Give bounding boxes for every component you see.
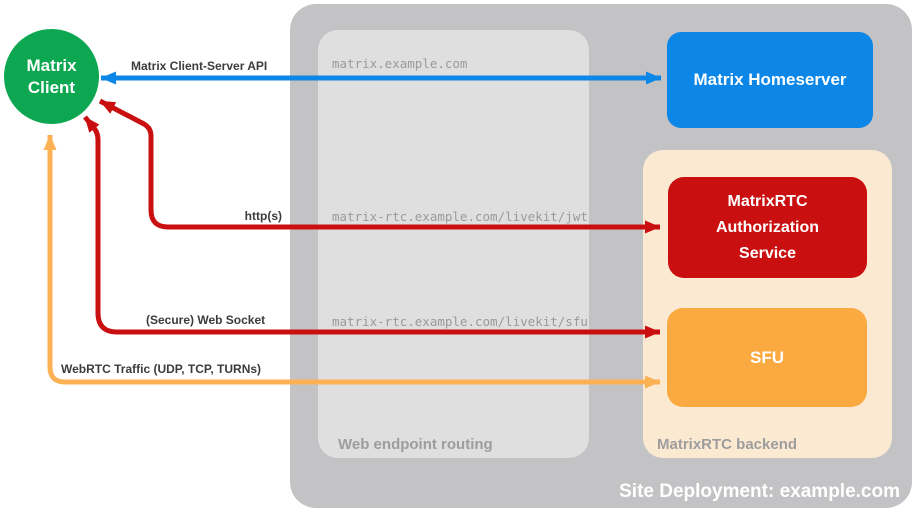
matrixrtc-authorization-service-node: MatrixRTC Authorization Service (668, 177, 867, 278)
matrix-client-label-line1: Matrix (26, 55, 77, 75)
matrix-client-node: Matrix Client (4, 29, 99, 124)
endpoint-matrix: matrix.example.com (332, 56, 468, 71)
auth-service-label-line2: Authorization (715, 218, 820, 236)
web-endpoint-routing-label: Web endpoint routing (338, 436, 493, 453)
endpoint-livekit-jwt: matrix-rtc.example.com/livekit/jwt (332, 209, 588, 224)
matrix-homeserver-node: Matrix Homeserver (667, 32, 873, 128)
site-deployment-title: Site Deployment: example.com (619, 481, 900, 502)
matrix-client-label-line2: Client (27, 77, 76, 97)
secure-web-socket-label: (Secure) Web Socket (146, 313, 266, 327)
matrixrtc-backend-label: MatrixRTC backend (657, 436, 798, 453)
sfu-label: SFU (750, 347, 784, 367)
matrix-homeserver-label: Matrix Homeserver (693, 70, 847, 89)
web-endpoint-routing-box (318, 30, 589, 458)
auth-service-label-line3: Service (739, 244, 796, 262)
webrtc-traffic-label: WebRTC Traffic (UDP, TCP, TURNs) (61, 362, 262, 376)
client-server-api-label: Matrix Client-Server API (131, 59, 268, 73)
endpoint-livekit-sfu: matrix-rtc.example.com/livekit/sfu (332, 314, 588, 329)
https-label: http(s) (244, 209, 282, 223)
auth-service-label-line1: MatrixRTC (727, 192, 808, 210)
sfu-node: SFU (667, 308, 867, 407)
